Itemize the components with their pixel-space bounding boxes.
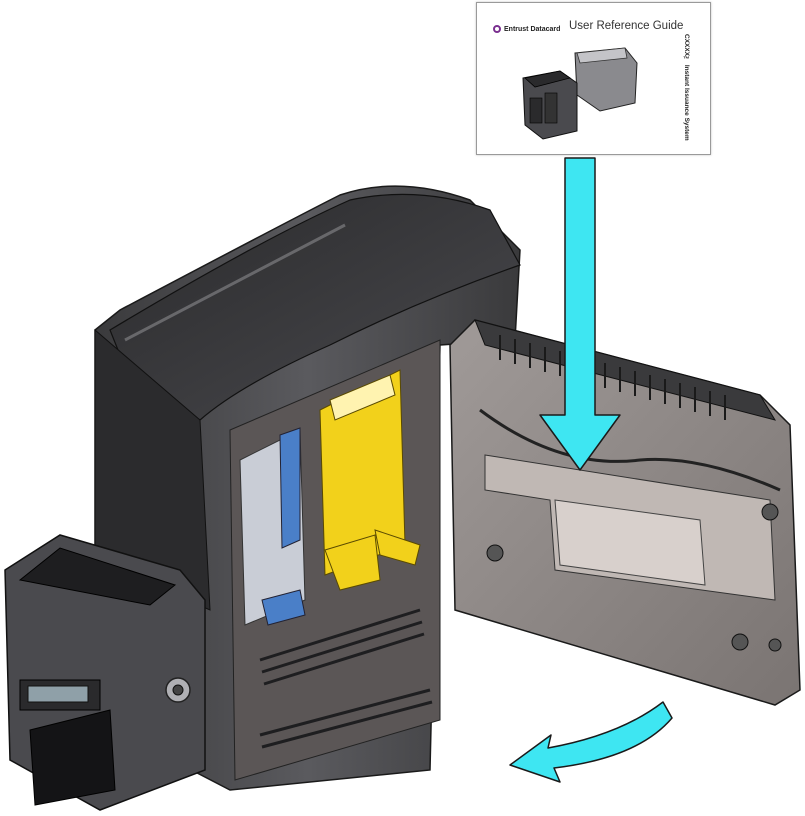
card-input-module <box>4 534 206 811</box>
brand-name: Entrust Datacard <box>504 25 561 33</box>
guide-cover-printers-illustration <box>522 47 638 140</box>
cyan-down-arrow-icon <box>539 157 621 471</box>
brand-header: Entrust Datacard <box>493 25 560 33</box>
entrust-datacard-logo-icon <box>493 25 501 33</box>
yellow-ribbon-cartridge <box>319 369 421 591</box>
open-side-door <box>449 319 801 706</box>
blue-ribbon-cartridge <box>239 427 306 626</box>
guide-title: User Reference Guide <box>569 20 684 32</box>
guide-side-title: CXXXX™ Instant Issuance System <box>683 34 690 141</box>
cyan-curved-arrow-icon <box>509 701 673 783</box>
user-reference-guide: Entrust Datacard User Reference Guide CX… <box>476 2 711 155</box>
